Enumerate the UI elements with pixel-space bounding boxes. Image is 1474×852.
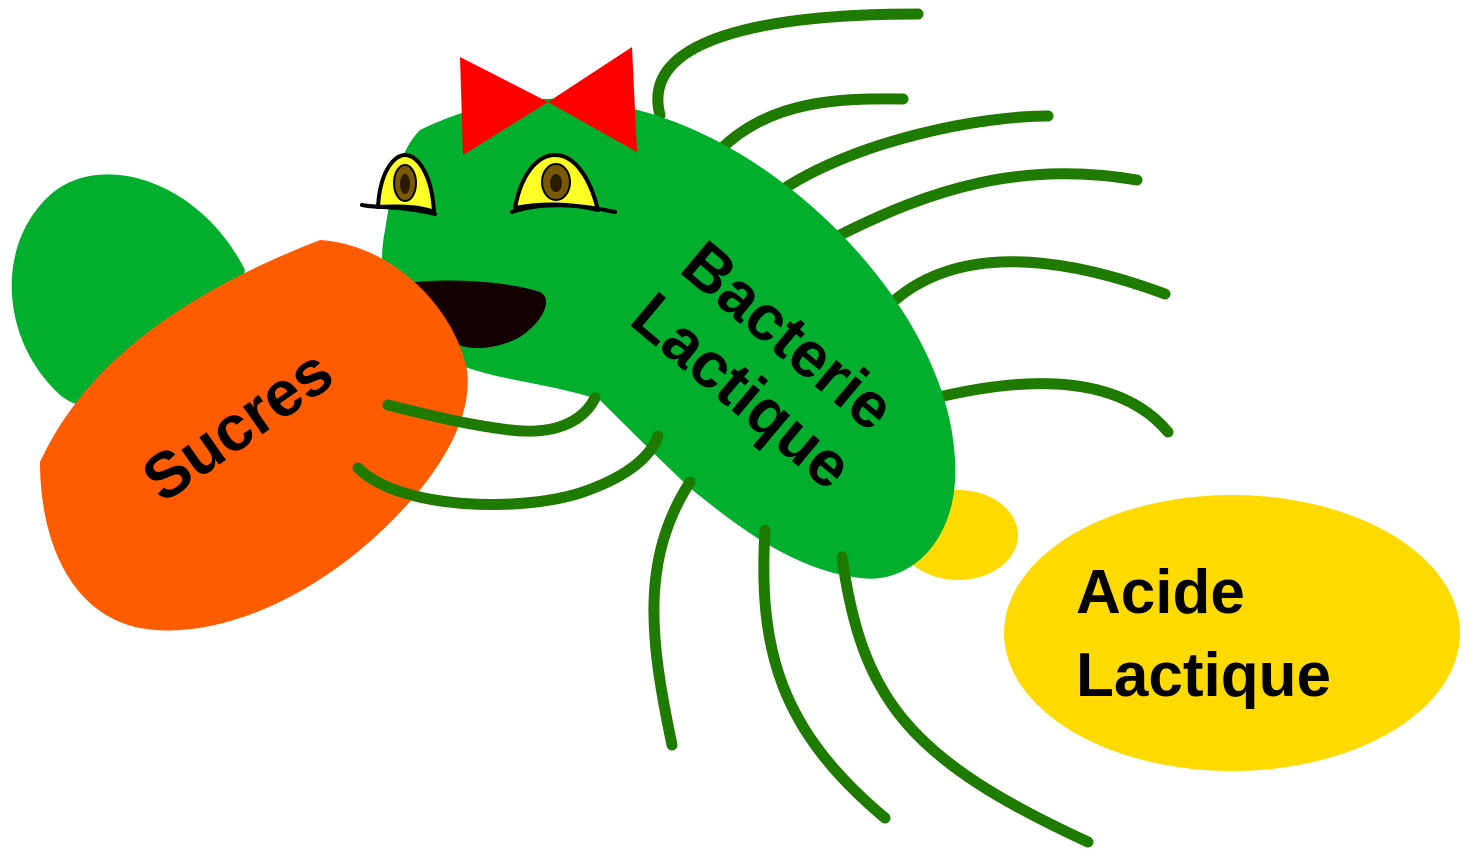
right-eye-pupil xyxy=(550,174,562,192)
left-eye-pupil xyxy=(400,174,410,194)
flagellum xyxy=(895,262,1165,300)
flagellum xyxy=(840,174,1137,235)
flagellum xyxy=(935,384,1168,432)
acid-label-line2: Lactique xyxy=(1076,641,1331,710)
flagellum xyxy=(654,482,690,745)
acid-ellipse xyxy=(1004,495,1460,771)
acid-label-line1: Acide xyxy=(1076,558,1245,627)
